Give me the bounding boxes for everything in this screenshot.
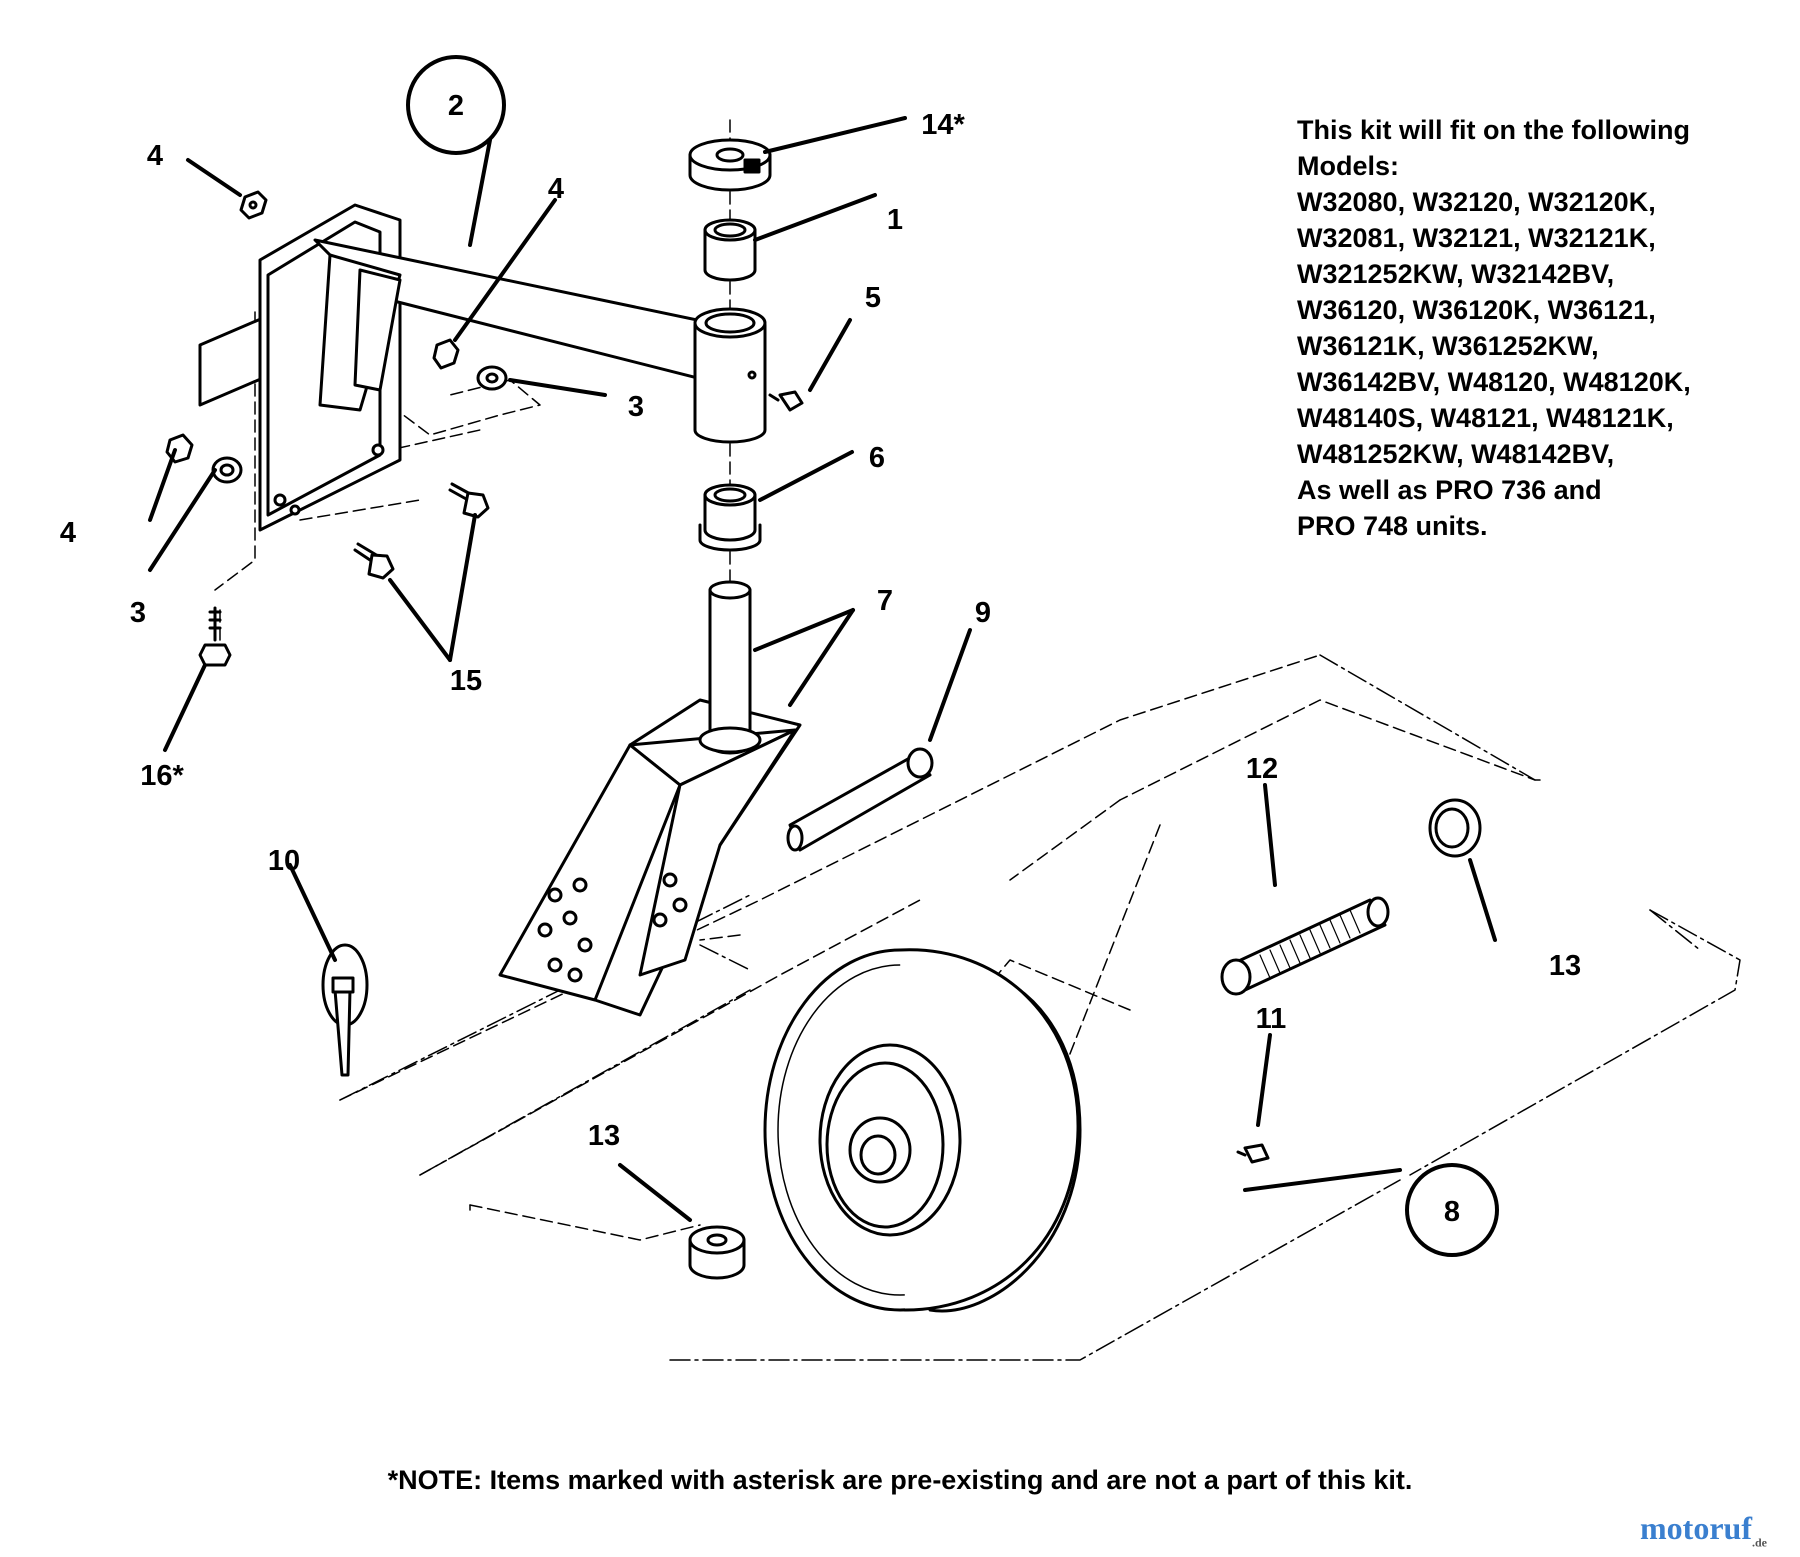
grease-fitting-11 [1236, 1143, 1270, 1164]
bolt-15b [353, 542, 395, 580]
hitch-pin [321, 943, 369, 1077]
callout-11: 11 [1256, 1003, 1287, 1035]
callout-13-right: 13 [1549, 950, 1581, 982]
watermark-name: motoruf [1640, 1510, 1752, 1546]
watermark-suffix: .de [1751, 1535, 1767, 1550]
callout-15: 15 [450, 665, 482, 697]
kit-line: This kit will fit on the following [1297, 115, 1690, 145]
callout-labels: 2 8 4 4 4 3 3 14* 1 5 6 7 9 15 16* 10 12… [60, 90, 1581, 1228]
callout-4-left: 4 [60, 517, 76, 549]
spacer-left [688, 1225, 746, 1280]
callout-6: 6 [869, 442, 885, 474]
kit-line: W36121K, W361252KW, [1297, 331, 1599, 361]
callout-16: 16* [140, 760, 184, 792]
callout-12: 12 [1246, 753, 1278, 785]
callout-3-arm: 3 [628, 391, 644, 423]
callout-7: 7 [877, 585, 893, 617]
kit-line: W48140S, W48121, W48121K, [1297, 403, 1674, 433]
kit-line: W481252KW, W48142BV, [1297, 439, 1615, 469]
kit-line: W36142BV, W48120, W48120K, [1297, 367, 1691, 397]
kit-line: As well as PRO 736 and [1297, 475, 1602, 505]
callout-4-arm: 4 [548, 173, 564, 205]
callout-13-left: 13 [588, 1120, 620, 1152]
footer-note: *NOTE: Items marked with asterisk are pr… [387, 1465, 1413, 1495]
kit-line: Models: [1297, 151, 1400, 181]
spacer-right [1428, 798, 1482, 858]
kit-line: W32080, W32120, W32120K, [1297, 187, 1656, 217]
grease-fitting-5 [768, 390, 804, 412]
hardware [165, 190, 1270, 1164]
spacer-tube [1220, 896, 1390, 996]
caster-fork [498, 580, 802, 1017]
watermark-logo: motoruf.de [1640, 1510, 1767, 1550]
callout-5: 5 [865, 282, 881, 314]
kit-compatibility-list: This kit will fit on the following Model… [1297, 112, 1767, 544]
caster-bracket [198, 203, 747, 532]
callout-circles [406, 55, 1499, 1257]
callout-circle-2 [406, 55, 506, 155]
kingpin-sleeve [693, 307, 767, 444]
kit-line: W36120, W36120K, W36121, [1297, 295, 1656, 325]
callout-8: 8 [1444, 1196, 1460, 1228]
callout-3-left: 3 [130, 597, 146, 629]
callout-4-top: 4 [147, 140, 163, 172]
callout-10: 10 [268, 845, 300, 877]
kit-line: W32081, W32121, W32121K, [1297, 223, 1656, 253]
kit-line: W321252KW, W32142BV, [1297, 259, 1615, 289]
collar-part [688, 138, 772, 192]
wheel-assembly [763, 948, 1082, 1313]
callout-14: 14* [921, 109, 965, 141]
bolt-16 [198, 606, 232, 667]
bushing-top [703, 218, 757, 282]
axle-bolt [786, 747, 934, 852]
bushing-flanged [698, 483, 762, 552]
callout-2: 2 [448, 90, 464, 122]
kit-line: PRO 748 units. [1297, 511, 1488, 541]
bolt-15a [448, 482, 490, 519]
leader-lines [148, 116, 1497, 1222]
flange-nut-arm [432, 338, 460, 370]
callout-circle-8 [1405, 1163, 1499, 1257]
callout-9: 9 [975, 597, 991, 629]
callout-1: 1 [887, 204, 903, 236]
